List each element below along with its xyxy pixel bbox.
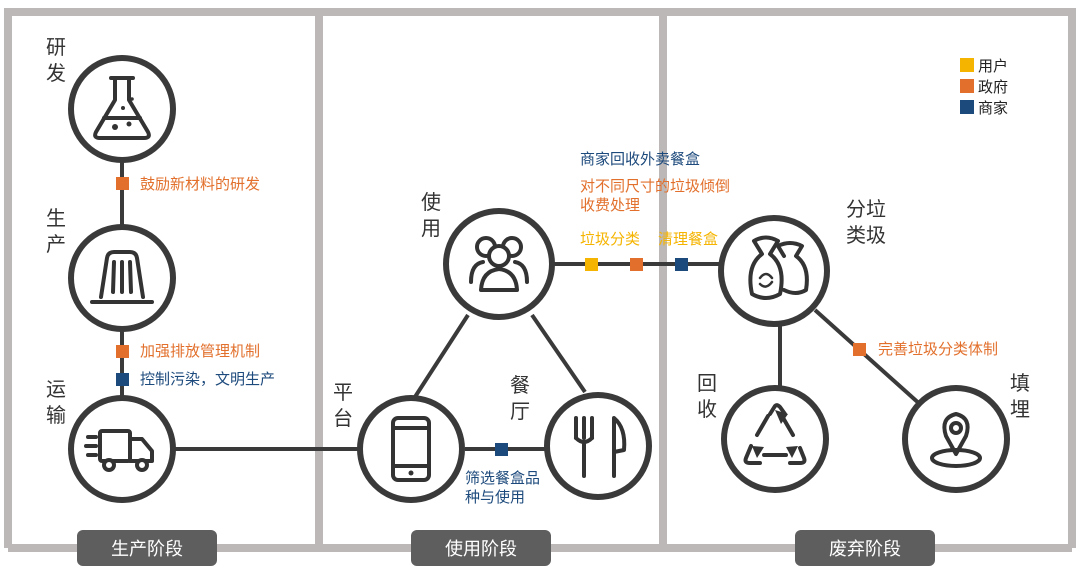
node-label-production-2: 产 <box>46 232 66 256</box>
node-label-sorting-2: 类圾 <box>846 223 886 247</box>
annotation-charge-by-size-1: 对不同尺寸的垃圾倾倒 <box>580 177 730 195</box>
node-label-landfill-2: 埋 <box>1010 397 1030 421</box>
factory-icon <box>90 250 154 304</box>
annotation-strengthen-emission: 加强排放管理机制 <box>140 342 260 360</box>
node-label-production-1: 生 <box>46 206 66 230</box>
fork-knife-icon <box>574 416 627 478</box>
recycle-icon <box>743 403 807 465</box>
node-label-transport-2: 输 <box>46 403 66 427</box>
marker-government-charge <box>630 258 643 271</box>
legend-label-user: 用户 <box>978 57 1008 75</box>
marker-merchant-recycle <box>675 258 688 271</box>
stage-pill-production <box>77 530 217 566</box>
legend-swatch-government <box>960 79 974 93</box>
stage-pill-usage <box>411 530 551 566</box>
annotation-clean-boxes: 清理餐盒 <box>658 230 718 248</box>
marker-merchant-pollution <box>116 373 129 386</box>
node-label-landfill-1: 填 <box>1010 371 1030 395</box>
node-label-platform-1: 平 <box>333 380 353 404</box>
node-platform: 平 台 <box>333 380 465 503</box>
annotation-control-pollution: 控制污染，文明生产 <box>140 370 275 388</box>
annotation-garbage-sorting: 垃圾分类 <box>580 230 640 248</box>
node-label-usage-1: 使 <box>421 190 441 214</box>
node-recycle: 回 收 <box>697 371 829 493</box>
role-markers <box>116 177 866 456</box>
annotation-improve-system: 完善垃圾分类体制 <box>878 340 998 358</box>
connection-lines <box>120 162 924 451</box>
people-icon <box>469 236 529 292</box>
annotation-filter-products-1: 筛选餐盒品 <box>465 469 540 487</box>
stage-label-disposal: 废弃阶段 <box>829 539 901 560</box>
annotation-encourage-materials: 鼓励新材料的研发 <box>140 175 260 193</box>
node-label-restaurant-1: 餐 <box>510 373 530 397</box>
node-restaurant: 餐 厅 <box>510 373 652 500</box>
node-landfill: 填 埋 <box>902 371 1030 493</box>
stage-label-usage: 使用阶段 <box>445 539 517 560</box>
node-label-recycle-1: 回 <box>697 371 717 395</box>
node-label-transport-1: 运 <box>46 377 66 401</box>
stage-label-production: 生产阶段 <box>111 539 183 560</box>
node-transport: 运 输 <box>46 377 176 503</box>
marker-user-sorting <box>585 258 598 271</box>
node-label-recycle-2: 收 <box>697 397 717 421</box>
node-label-usage-2: 用 <box>421 216 441 240</box>
legend-label-merchant: 商家 <box>978 99 1008 117</box>
stage-pill-disposal <box>795 530 935 566</box>
legend: 用户 政府 商家 <box>960 57 1008 117</box>
legend-swatch-user <box>960 58 974 72</box>
annotation-merchant-recycle: 商家回收外卖餐盒 <box>580 150 700 168</box>
phone-icon <box>391 416 431 482</box>
flask-icon <box>93 76 151 140</box>
marker-government-emission <box>116 345 129 358</box>
marker-government-research <box>116 177 129 190</box>
annotation-filter-products-2: 种与使用 <box>465 488 525 506</box>
stage-labels: 生产阶段 使用阶段 废弃阶段 <box>77 530 935 566</box>
legend-label-government: 政府 <box>978 78 1008 96</box>
legend-swatch-merchant <box>960 100 974 114</box>
node-label-research-1: 研 <box>46 35 66 59</box>
node-production: 生 产 <box>46 206 176 332</box>
node-label-platform-2: 台 <box>333 406 353 430</box>
node-sorting: 分垃 类圾 <box>718 197 886 327</box>
node-research: 研 发 <box>46 35 176 163</box>
node-usage: 使 用 <box>421 190 555 320</box>
truck-icon <box>84 429 154 472</box>
node-label-restaurant-2: 厅 <box>510 399 530 423</box>
marker-merchant-filter <box>495 443 508 456</box>
node-label-sorting-1: 分垃 <box>846 197 886 221</box>
node-label-research-2: 发 <box>46 61 66 85</box>
annotation-charge-by-size-2: 收费处理 <box>580 196 640 214</box>
garbage-bags-icon <box>748 235 809 300</box>
marker-government-system <box>853 343 866 356</box>
annotations: 鼓励新材料的研发 加强排放管理机制 控制污染，文明生产 筛选餐盒品 种与使用 商… <box>140 150 998 506</box>
location-pin-icon <box>930 412 982 468</box>
